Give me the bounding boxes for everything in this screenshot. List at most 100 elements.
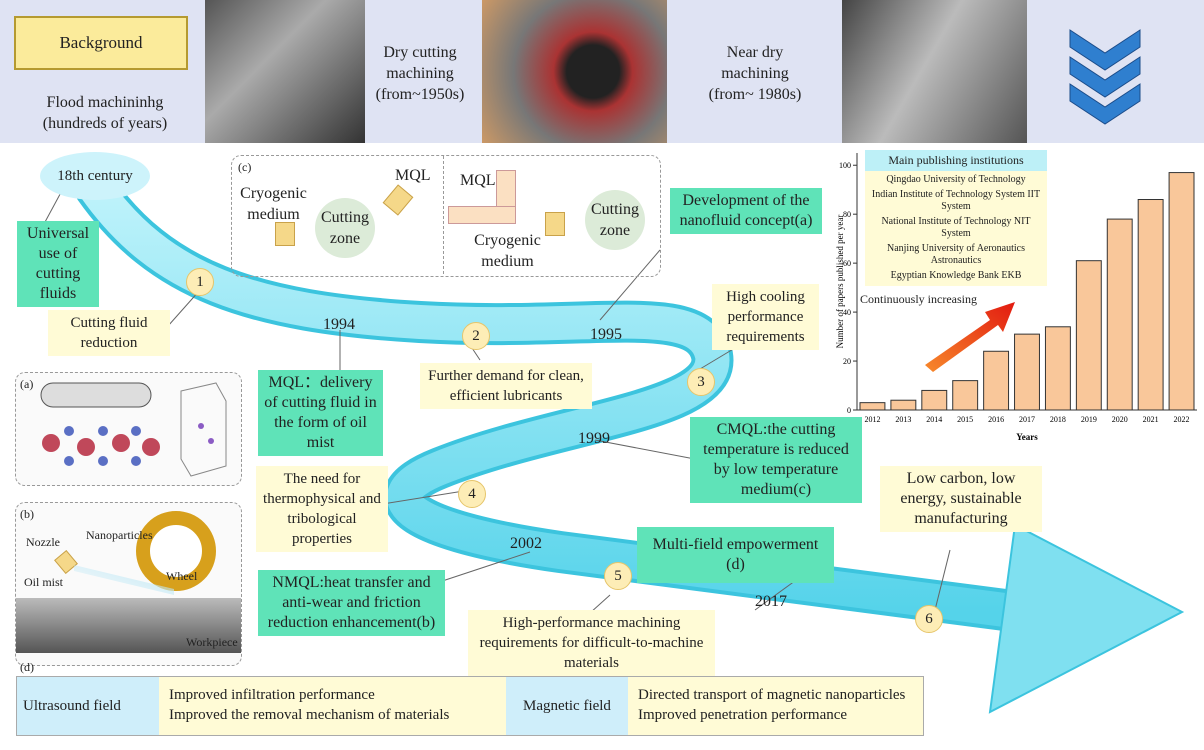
step-2: 2 bbox=[462, 322, 490, 350]
institution-item: Qingdao University of Technology bbox=[886, 174, 1026, 185]
y-tick-label: 80 bbox=[843, 210, 851, 219]
bar-2021 bbox=[1137, 199, 1164, 411]
x-tick-label: 2019 bbox=[1081, 415, 1097, 424]
cmql-box: CMQL:the cutting temperature is reduced … bbox=[690, 417, 862, 503]
step-6: 6 bbox=[915, 605, 943, 633]
multi-field-box: Multi-field empowerment (d) bbox=[637, 527, 834, 583]
step-5-label: High-performance machining requirements … bbox=[468, 610, 715, 676]
universal-box: Universal use of cutting fluids bbox=[17, 221, 99, 307]
cryo-label-2: Cryogenic medium bbox=[474, 232, 541, 270]
mag-effect-1: Directed transport of magnetic nanoparti… bbox=[638, 687, 906, 703]
nanomaterial-structures bbox=[40, 382, 227, 477]
x-tick-label: 2022 bbox=[1174, 415, 1190, 424]
institution-item: Nanjing University of Aeronautics Astron… bbox=[886, 243, 1026, 266]
dry-text: Dry cutting machining (from~1950s) bbox=[375, 44, 465, 103]
step-2-label: Further demand for clean, efficient lubr… bbox=[420, 363, 592, 409]
y-tick-label: 100 bbox=[839, 161, 851, 170]
x-tick-label: 2018 bbox=[1050, 415, 1066, 424]
nanoparticles-label: Nanoparticles bbox=[86, 528, 153, 542]
bar-2018 bbox=[1044, 326, 1071, 411]
cutting-zone-label: Cutting zone bbox=[320, 209, 369, 247]
institution-item: Indian Institute of Technology System II… bbox=[871, 189, 1041, 212]
mag-effect-2: Improved penetration performance bbox=[638, 707, 848, 723]
step-5: 5 bbox=[604, 562, 632, 590]
x-tick-label: 2016 bbox=[988, 415, 1004, 424]
bar-2022 bbox=[1168, 172, 1195, 411]
ultra-effect-1: Improved infiltration performance bbox=[169, 687, 375, 703]
panel-a-tag: (a) bbox=[20, 377, 34, 391]
nmql-box: NMQL:heat transfer and anti-wear and fri… bbox=[258, 570, 445, 636]
nanofluid-box: Development of the nanofluid concept(a) bbox=[670, 188, 822, 234]
x-tick-label: 2015 bbox=[957, 415, 973, 424]
institution-item: Egyptian Knowledge Bank EKB bbox=[890, 270, 1022, 281]
cryo-label: Cryogenic medium bbox=[240, 185, 307, 223]
mql-box: MQL：delivery of cutting fluid in the for… bbox=[258, 370, 383, 456]
x-tick-label: 2020 bbox=[1112, 415, 1128, 424]
magnetic-label: Magnetic field bbox=[506, 677, 628, 735]
y-tick-label: 0 bbox=[847, 406, 851, 415]
institutions-box: Main publishing institutions Qingdao Uni… bbox=[865, 150, 1047, 286]
mql-label-2: MQL bbox=[460, 172, 496, 189]
year-1994: 1994 bbox=[323, 316, 355, 333]
wheel-label: Wheel bbox=[166, 569, 198, 583]
x-tick-label: 2017 bbox=[1019, 415, 1035, 424]
bar-2012 bbox=[859, 402, 886, 411]
cutting-zone-label-2: Cutting zone bbox=[590, 201, 639, 239]
x-tick-label: 2021 bbox=[1143, 415, 1159, 424]
workpiece-label: Workpiece bbox=[186, 635, 238, 649]
bar-2015 bbox=[952, 380, 979, 411]
panel-a: (a) bbox=[15, 372, 242, 486]
flood-photo bbox=[205, 0, 365, 143]
nozzle-icon bbox=[545, 212, 565, 236]
y-tick-label: 40 bbox=[843, 308, 851, 317]
x-tick-label: 2014 bbox=[926, 415, 942, 424]
step-3: 3 bbox=[687, 368, 715, 396]
magnetic-effects: Directed transport of magnetic nanoparti… bbox=[628, 677, 923, 735]
panel-d-tag: (d) bbox=[20, 660, 34, 674]
y-tick-label: 20 bbox=[843, 357, 851, 366]
mql-label: MQL bbox=[395, 167, 431, 184]
ultrasound-label: Ultrasound field bbox=[17, 677, 159, 735]
panel-d: Ultrasound field Improved infiltration p… bbox=[16, 676, 924, 736]
panel-b-tag: (b) bbox=[20, 507, 34, 521]
background-label: Background bbox=[14, 16, 188, 70]
dry-photo bbox=[482, 0, 667, 143]
step-1-label: Cutting fluid reduction bbox=[48, 310, 170, 356]
bar-2016 bbox=[983, 350, 1010, 411]
year-2017: 2017 bbox=[755, 593, 787, 610]
x-tick-label: 2012 bbox=[864, 415, 880, 424]
nozzle-icon bbox=[275, 222, 295, 246]
year-2002: 2002 bbox=[510, 535, 542, 552]
institution-item: National Institute of Technology NIT Sys… bbox=[881, 216, 1031, 239]
nozzle-label: Nozzle bbox=[26, 535, 60, 549]
step-6-label: Low carbon, low energy, sustainable manu… bbox=[880, 466, 1042, 532]
ultra-effect-2: Improved the removal mechanism of materi… bbox=[169, 707, 450, 723]
trend-annotation: Continuously increasing bbox=[860, 292, 977, 306]
bar-2014 bbox=[921, 389, 948, 411]
cutting-zone-2: Cutting zone bbox=[585, 190, 645, 250]
panel-c bbox=[231, 155, 661, 277]
bar-2019 bbox=[1075, 260, 1102, 411]
x-tick-label: 2013 bbox=[895, 415, 911, 424]
workpiece bbox=[16, 598, 241, 653]
x-axis-label: Years bbox=[1016, 432, 1038, 442]
cryo-channel bbox=[448, 206, 516, 224]
step-4: 4 bbox=[458, 480, 486, 508]
step-1: 1 bbox=[186, 268, 214, 296]
panel-c-divider bbox=[443, 156, 444, 274]
chevron-down-icon bbox=[1069, 29, 1141, 125]
bar-2017 bbox=[1014, 333, 1040, 411]
flood-text: Flood machininhg (hundreds of years) bbox=[42, 94, 168, 132]
institutions-title: Main publishing institutions bbox=[865, 150, 1047, 171]
y-axis-label: Number of papers published per year bbox=[835, 215, 845, 349]
step-3-label: High cooling performance requirements bbox=[712, 284, 819, 350]
near-dry-photo bbox=[842, 0, 1027, 143]
panel-b: (b) Wheel Workpiece Nozzle Nanoparticles… bbox=[15, 502, 242, 666]
start-node: 18th century bbox=[40, 152, 150, 200]
near-dry-text: Near dry machining (from~ 1980s) bbox=[708, 44, 802, 103]
year-1999: 1999 bbox=[578, 430, 610, 447]
panel-c-tag: (c) bbox=[238, 160, 252, 174]
bar-2020 bbox=[1106, 218, 1133, 411]
